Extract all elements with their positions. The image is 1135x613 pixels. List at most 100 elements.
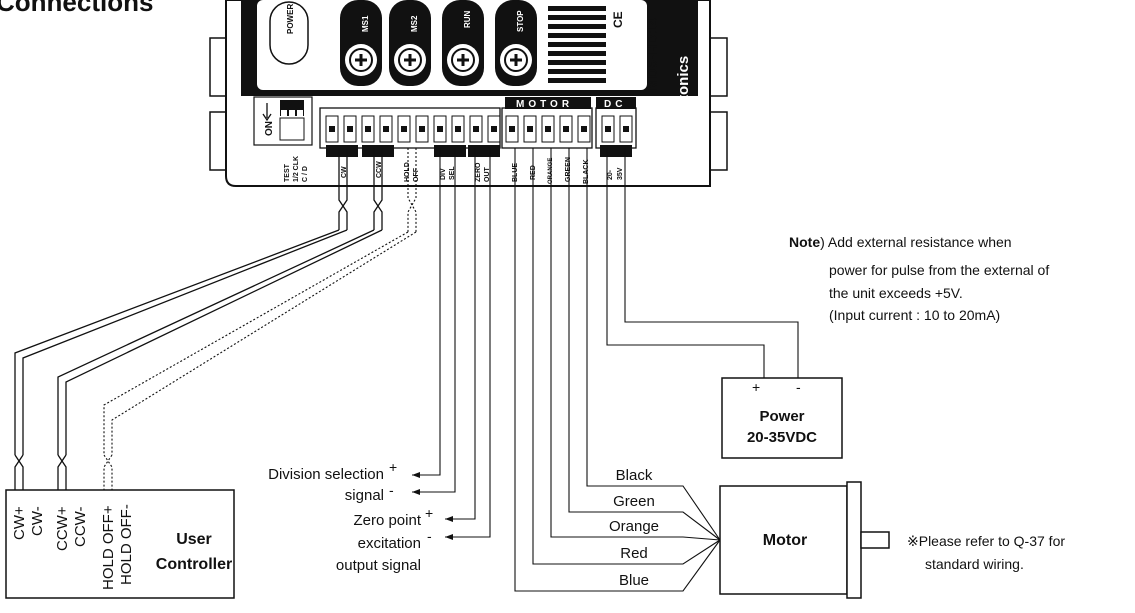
division-minus: - [389, 482, 394, 498]
terminal-cell[interactable] [487, 115, 501, 143]
pin-hold-minus: HOLD OFF- [118, 504, 135, 585]
terminal-cell[interactable] [619, 115, 633, 143]
dip-label-cd: C / D [302, 166, 309, 182]
terminal-screw [419, 126, 425, 132]
note-line-1: Note) Add external resistance when [789, 234, 1012, 250]
terminal-screw [329, 126, 335, 132]
run-label: RUN [463, 10, 472, 28]
terminal-label-ccw: CCW [376, 161, 383, 178]
terminal-screw [437, 126, 443, 132]
terminal-screw [581, 126, 587, 132]
motor-wire-green [568, 148, 721, 541]
terminal-cell[interactable] [397, 115, 411, 143]
terminal-screw [383, 126, 389, 132]
terminal-screw [527, 126, 533, 132]
label-stripes [548, 6, 606, 83]
excitation-label: excitation [358, 535, 421, 552]
terminal-cell[interactable] [505, 115, 519, 143]
wire-label-black: Black [616, 467, 653, 484]
note-line-3: the unit exceeds +5V. [829, 285, 963, 301]
cw-twist-top [338, 148, 348, 230]
ccw-wire-run [57, 229, 383, 455]
pin-ccw-plus: CCW+ [54, 506, 71, 551]
division-plus: + [389, 459, 397, 475]
driver-unit: POWER MS1 MS2 RUN STOP [209, 0, 728, 187]
power-minus: - [796, 379, 801, 395]
terminal-screw [623, 126, 629, 132]
terminal-cell[interactable] [325, 115, 339, 143]
motor-shaft [860, 531, 890, 549]
controller-label-1: User [176, 531, 212, 548]
terminal-label-dc2: 35V [617, 167, 624, 180]
terminal-cell[interactable] [523, 115, 537, 143]
dc-plus-wire [606, 148, 765, 378]
ms2-label: MS2 [410, 15, 419, 32]
terminal-cell[interactable] [361, 115, 375, 143]
cw-twist-bottom [14, 454, 24, 490]
motor-wire-blue [514, 148, 721, 592]
terminal-cell[interactable] [541, 115, 555, 143]
motor-header-bar [505, 97, 591, 109]
terminal-cell[interactable] [415, 115, 429, 143]
terminal-cell[interactable] [343, 115, 357, 143]
terminal-cell[interactable] [433, 115, 447, 143]
power-led-frame [269, 1, 309, 65]
terminal-label-off: OFF [413, 167, 420, 182]
hold-twist-bottom [103, 454, 113, 490]
terminal-label-cw: CW [341, 166, 348, 178]
note-line-4: (Input current : 10 to 20mA) [829, 307, 1000, 323]
cw-wire-run [14, 229, 348, 455]
motor-wire-orange [550, 148, 721, 541]
ccw-twist-top [373, 148, 383, 230]
zero-minus: - [427, 528, 432, 544]
footnote-line-1: ※Please refer to Q-37 for [907, 533, 1065, 549]
terminal-screw [545, 126, 551, 132]
wire-label-green: Green [613, 493, 655, 510]
wire-label-blue: Blue [619, 572, 649, 589]
terminal-label-div: DIV [440, 168, 447, 180]
motor: Motor Black Green Orange Red Blue [609, 467, 890, 599]
terminal-screw [347, 126, 353, 132]
stop-label: STOP [516, 10, 525, 32]
terminal-screw [563, 126, 569, 132]
signal-labels: Division selection + signal - Zero point… [268, 459, 433, 574]
note-line-2: power for pulse from the external of [829, 262, 1049, 278]
terminal-screw [365, 126, 371, 132]
switch-run[interactable]: RUN [442, 0, 484, 86]
switch-ms1[interactable]: MS1 [340, 0, 382, 86]
switch-stop[interactable]: STOP [495, 0, 537, 86]
div-sel-arrows [412, 472, 420, 495]
dip-label-clk: 1/2 CLK [293, 156, 300, 182]
user-controller: CW+ CW- CCW+ CCW- HOLD OFF+ HOLD OFF- Us… [5, 489, 235, 599]
terminal-cell[interactable] [469, 115, 483, 143]
zero-out-minus-wire [445, 148, 491, 538]
terminal-cell[interactable] [601, 115, 615, 143]
terminal-cell[interactable] [379, 115, 393, 143]
dip-switch[interactable]: ON [253, 96, 313, 146]
terminal-screw [455, 126, 461, 132]
wire-label-orange: Orange [609, 518, 659, 535]
motor-flange [846, 481, 862, 599]
output-signal-label: output signal [336, 557, 421, 574]
switch-ms2[interactable]: MS2 [389, 0, 431, 86]
pin-cw-plus: CW+ [11, 506, 28, 540]
terminal-cell[interactable] [577, 115, 591, 143]
terminal-cell[interactable] [559, 115, 573, 143]
division-signal-label: signal [345, 487, 384, 504]
terminal-label-dc1: 20- [607, 169, 614, 180]
div-sel-minus-wire [412, 148, 456, 493]
terminal-cell[interactable] [451, 115, 465, 143]
dc-minus-wire [624, 148, 799, 378]
motor-header: MOTOR [516, 99, 573, 110]
ce-mark: CE [611, 11, 625, 28]
power-label: Power [759, 408, 804, 425]
division-selection-label: Division selection [268, 466, 384, 483]
zero-point-label: Zero point [353, 512, 421, 529]
zero-out-plus-wire [445, 148, 476, 520]
zero-plus: + [425, 505, 433, 521]
terminal-block [319, 107, 637, 157]
ccw-twist-bottom [57, 454, 67, 490]
hold-twist-top [407, 148, 417, 232]
note-text-1: ) Add external resistance when [820, 234, 1011, 250]
footnote-line-2: standard wiring. [925, 556, 1024, 572]
